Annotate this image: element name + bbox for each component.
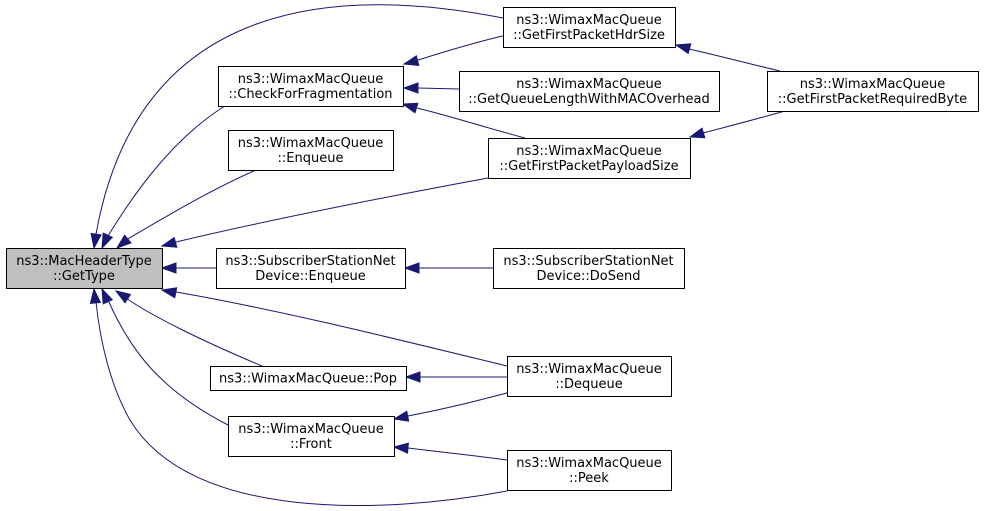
arrowhead-dequeue-to-gettype	[160, 287, 178, 299]
node-label-dosend-line-1: Device::DoSend	[537, 269, 641, 284]
arrowhead-reqbyte-to-hdrsize	[674, 43, 692, 55]
node-pop[interactable]: ns3::WimaxMacQueue::Pop	[210, 366, 407, 391]
node-label-front-line-1: ::Front	[290, 437, 332, 452]
edge-checkfrag-to-gettype	[107, 105, 226, 237]
arrowhead-payload-to-gettype	[160, 236, 178, 248]
node-label-ssenqueue-line-0: ns3::SubscriberStationNet	[225, 254, 395, 269]
edge-dequeue-to-gettype	[175, 291, 508, 367]
arrowhead-dequeue-to-front	[392, 410, 410, 422]
node-payload[interactable]: ns3::WimaxMacQueue::GetFirstPacketPayloa…	[488, 138, 691, 179]
node-box-qlen[interactable]	[459, 71, 720, 112]
node-gettype[interactable]: ns3::MacHeaderType::GetType	[6, 248, 163, 289]
node-box-dosend[interactable]	[493, 248, 685, 289]
node-box-checkfrag[interactable]	[218, 66, 404, 107]
node-label-gettype-line-0: ns3::MacHeaderType	[16, 254, 152, 269]
node-label-payload-line-1: ::GetFirstPacketPayloadSize	[499, 159, 678, 174]
edge-hdrsize-to-gettype	[95, 4, 504, 235]
node-hdrsize[interactable]: ns3::WimaxMacQueue::GetFirstPacketHdrSiz…	[503, 7, 676, 48]
node-qlen[interactable]: ns3::WimaxMacQueue::GetQueueLengthWithMA…	[459, 71, 720, 112]
arrowhead-dosend-to-ssenqueue	[403, 262, 420, 274]
edge-peek-to-front	[407, 447, 508, 461]
node-label-pop-line-0: ns3::WimaxMacQueue::Pop	[219, 372, 397, 387]
node-box-payload[interactable]	[488, 138, 691, 179]
node-label-hdrsize-line-1: ::GetFirstPacketHdrSize	[513, 28, 665, 43]
node-label-peek-line-0: ns3::WimaxMacQueue	[516, 456, 662, 471]
node-label-enqueue-line-1: ::Enqueue	[278, 151, 344, 166]
node-label-dequeue-line-1: ::Dequeue	[555, 377, 623, 392]
node-label-payload-line-0: ns3::WimaxMacQueue	[516, 144, 662, 159]
node-checkfrag[interactable]: ns3::WimaxMacQueue::CheckForFragmentatio…	[218, 66, 404, 107]
node-dequeue[interactable]: ns3::WimaxMacQueue::Dequeue	[507, 356, 672, 397]
arrowhead-peek-to-front	[392, 442, 409, 454]
node-label-ssenqueue-line-1: Device::Enqueue	[255, 269, 365, 284]
arrowhead-enqueue-to-gettype	[115, 234, 132, 249]
edge-hdrsize-to-checkfrag	[417, 35, 504, 61]
node-peek[interactable]: ns3::WimaxMacQueue::Peek	[507, 450, 672, 491]
edge-qlen-to-checkfrag	[417, 87, 460, 90]
arrowhead-peek-to-gettype	[89, 287, 102, 304]
arrowhead-pop-to-gettype	[114, 290, 132, 304]
edge-payload-to-gettype	[175, 177, 489, 243]
node-label-reqbyte-line-0: ns3::WimaxMacQueue	[800, 77, 946, 92]
node-box-reqbyte[interactable]	[767, 71, 979, 112]
arrowhead-qlen-to-checkfrag	[402, 82, 419, 94]
edge-front-to-gettype	[107, 299, 229, 426]
node-box-hdrsize[interactable]	[503, 7, 676, 48]
arrowhead-front-to-gettype	[101, 287, 114, 305]
edge-payload-to-checkfrag	[416, 107, 526, 139]
node-box-ssenqueue[interactable]	[216, 248, 406, 289]
node-label-checkfrag-line-0: ns3::WimaxMacQueue	[238, 72, 384, 87]
node-label-gettype-line-1: ::GetType	[53, 269, 115, 284]
edge-reqbyte-to-payload	[702, 110, 786, 134]
edge-peek-to-gettype	[95, 301, 508, 506]
arrowhead-reqbyte-to-payload	[688, 127, 706, 139]
edge-reqbyte-to-hdrsize	[688, 48, 781, 72]
edge-enqueue-to-gettype	[125, 169, 257, 241]
arrowhead-hdrsize-to-gettype	[90, 232, 102, 250]
node-label-dequeue-line-0: ns3::WimaxMacQueue	[516, 362, 662, 377]
node-label-dosend-line-0: ns3::SubscriberStationNet	[503, 254, 673, 269]
node-label-enqueue-line-0: ns3::WimaxMacQueue	[238, 136, 384, 151]
node-reqbyte[interactable]: ns3::WimaxMacQueue::GetFirstPacketRequir…	[767, 71, 979, 112]
node-box-enqueue[interactable]	[228, 130, 394, 171]
arrowhead-dequeue-to-pop	[404, 371, 421, 383]
node-front[interactable]: ns3::WimaxMacQueue::Front	[228, 416, 395, 457]
arrowhead-checkfrag-to-gettype	[101, 232, 114, 250]
node-label-qlen-line-0: ns3::WimaxMacQueue	[516, 77, 662, 92]
arrowhead-ssenqueue-to-gettype	[160, 262, 177, 274]
edges-layer	[89, 4, 786, 506]
node-box-dequeue[interactable]	[507, 356, 672, 397]
node-label-checkfrag-line-1: ::CheckForFragmentation	[228, 87, 392, 102]
node-box-peek[interactable]	[507, 450, 672, 491]
arrowhead-payload-to-checkfrag	[401, 102, 419, 114]
node-label-hdrsize-line-0: ns3::WimaxMacQueue	[516, 13, 662, 28]
node-box-front[interactable]	[228, 416, 395, 457]
node-label-peek-line-1: ::Peek	[569, 471, 609, 486]
node-enqueue[interactable]: ns3::WimaxMacQueue::Enqueue	[228, 130, 394, 171]
node-label-reqbyte-line-1: ::GetFirstPacketRequiredByte	[778, 92, 967, 107]
node-label-qlen-line-1: ::GetQueueLengthWithMACOverhead	[468, 92, 709, 107]
edge-dequeue-to-front	[407, 392, 508, 417]
edge-pop-to-gettype	[125, 297, 263, 367]
node-box-pop[interactable]	[210, 366, 407, 391]
arrowhead-hdrsize-to-checkfrag	[402, 54, 420, 67]
node-box-gettype[interactable]	[6, 248, 163, 289]
nodes-layer: ns3::MacHeaderType::GetTypens3::WimaxMac…	[6, 7, 979, 491]
node-label-front-line-0: ns3::WimaxMacQueue	[238, 422, 384, 437]
